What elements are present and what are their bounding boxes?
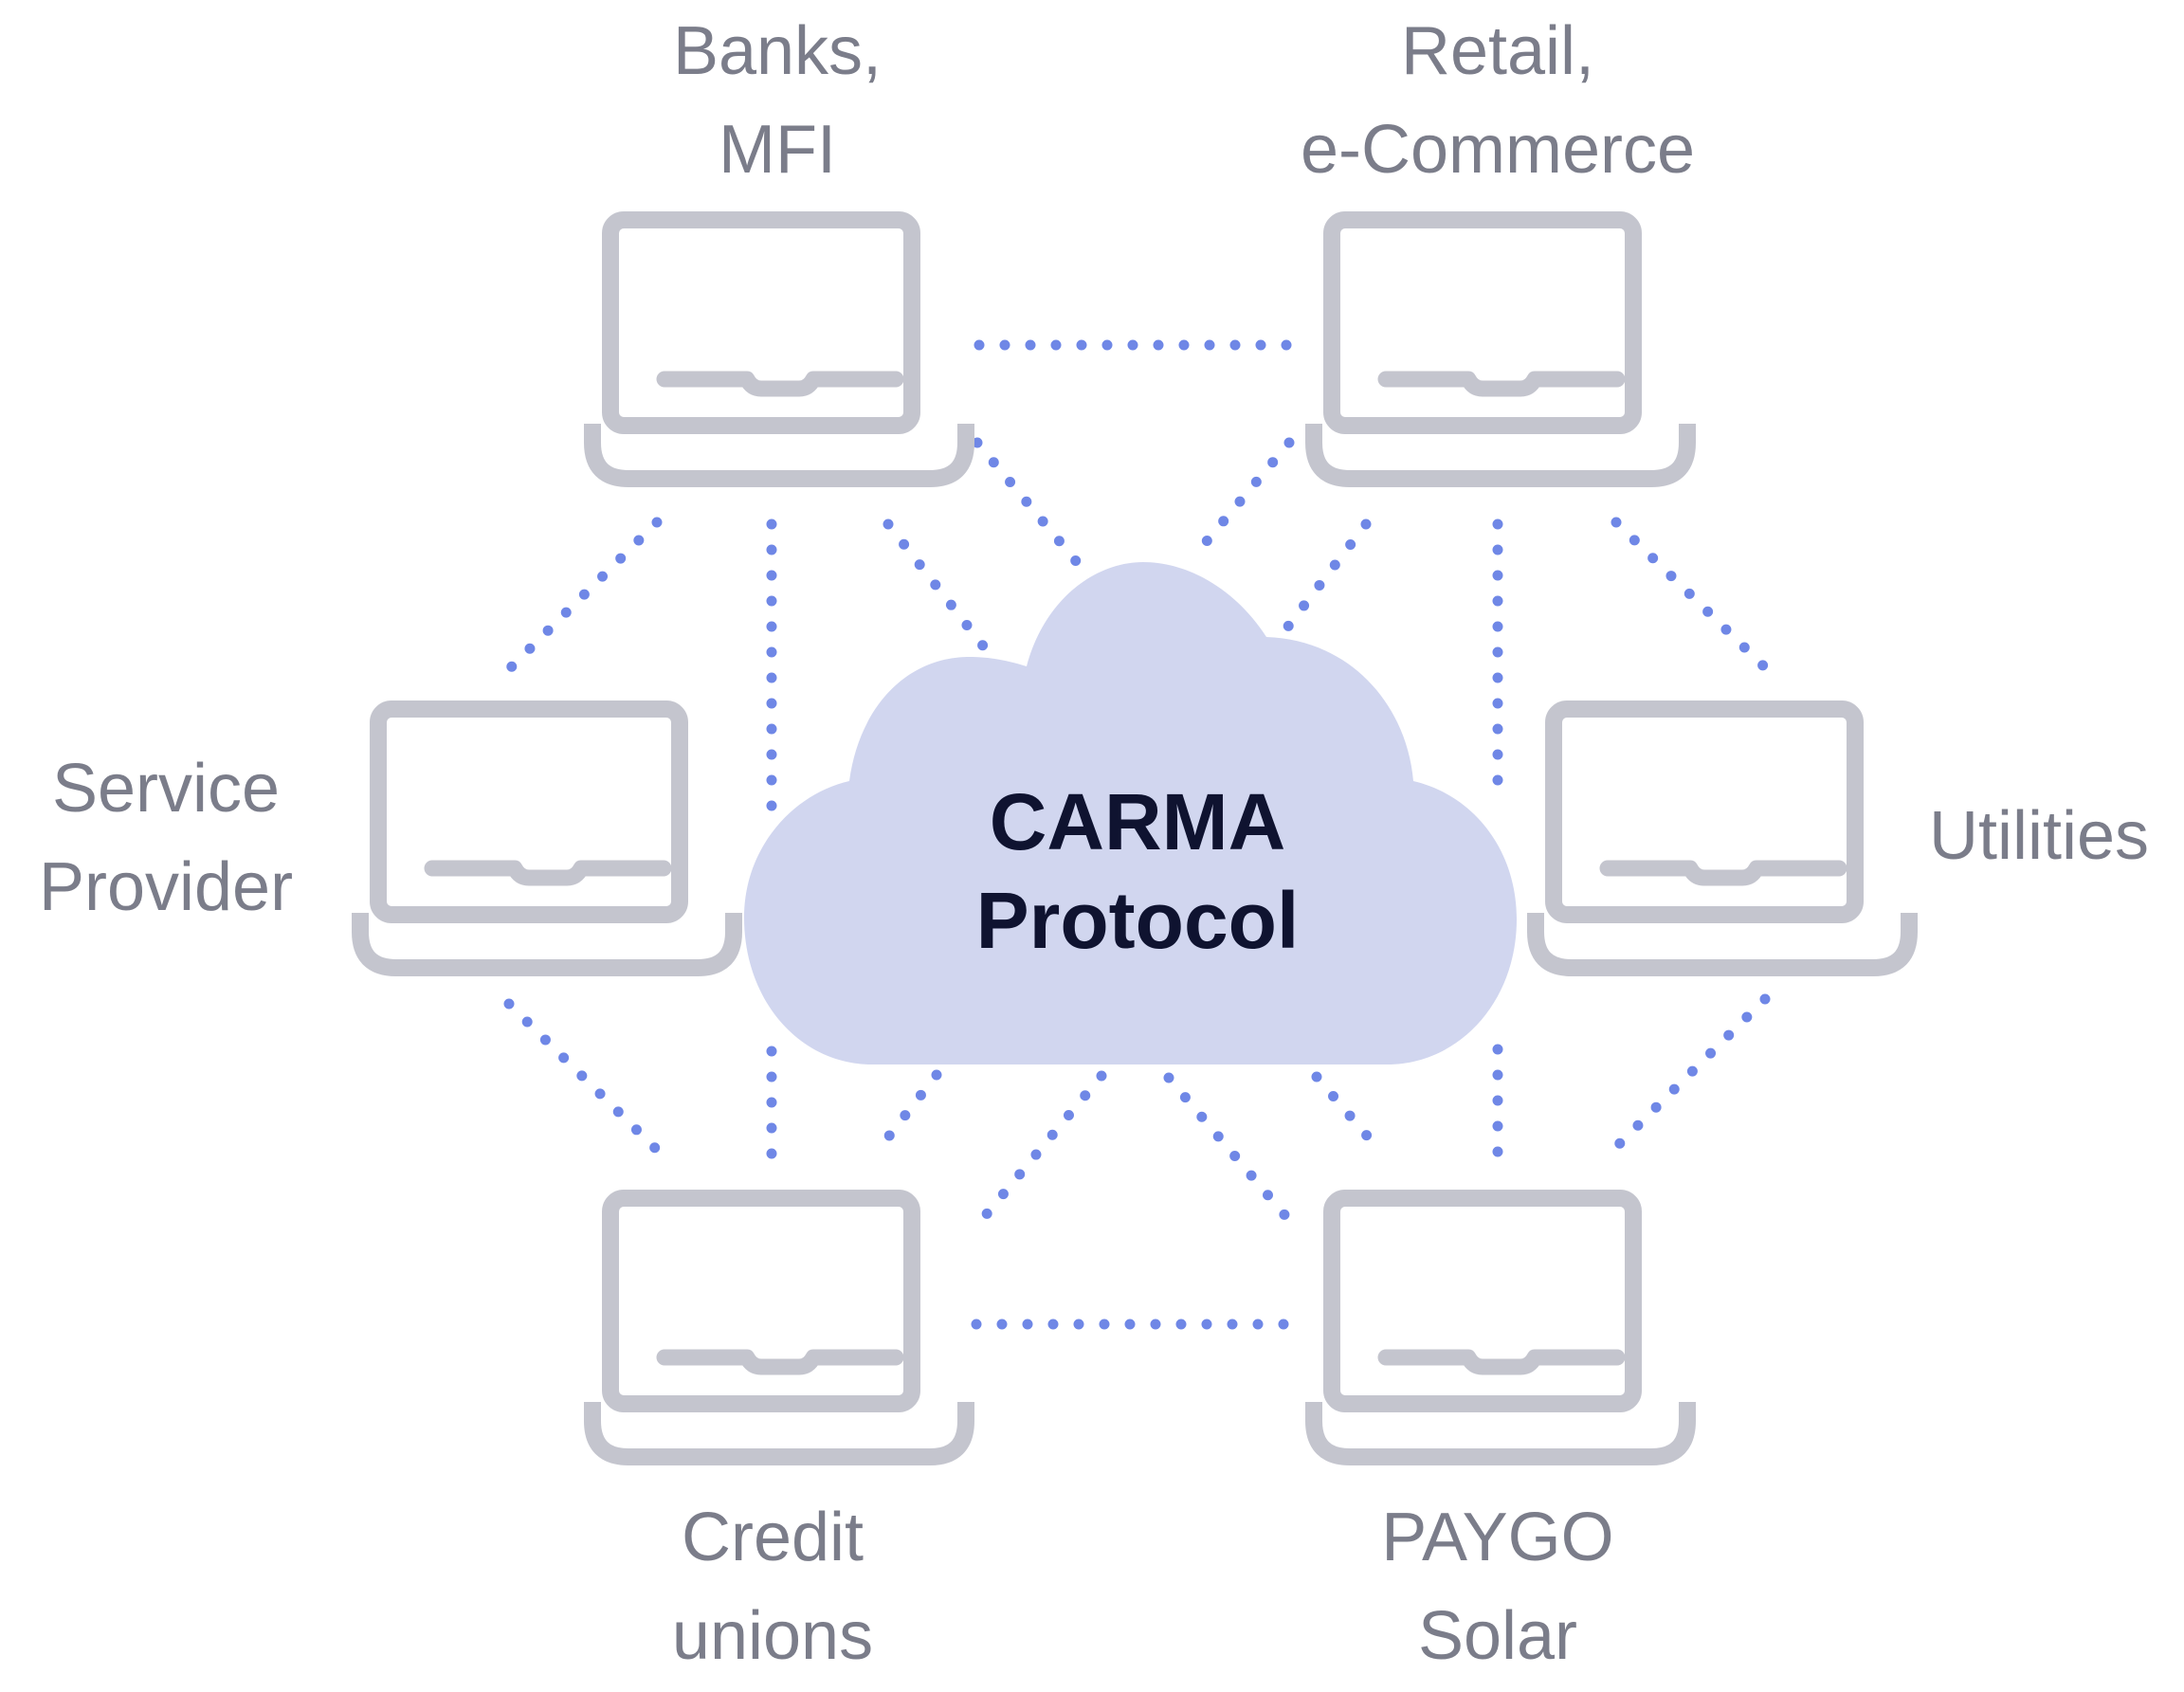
node-label-utilities-line1: Utilities	[1929, 798, 2150, 874]
node-label-credit-line2: unions	[671, 1598, 874, 1674]
connector-cloud-paygo-b	[1311, 1071, 1389, 1160]
connector-cloud-credit-b	[970, 1070, 1107, 1233]
node-label-paygo-line2: Solar	[1417, 1598, 1578, 1674]
node-label-banks-line2: MFI	[719, 112, 836, 188]
laptop-icon	[592, 220, 966, 479]
laptop-icon	[1536, 709, 1909, 968]
node-label-service-line2: Provider	[38, 849, 294, 925]
node-label-paygo-line1: PAYGO	[1381, 1500, 1614, 1575]
connector-service-credit	[503, 998, 668, 1161]
node-label-utilities: Utilities	[1929, 787, 2184, 885]
connector-utilities-paygo	[1606, 993, 1771, 1157]
cloud-label-line2: Protocol	[975, 876, 1300, 965]
node-label-banks: Banks, MFI	[588, 2, 967, 199]
node-label-credit: Credit unions	[583, 1488, 962, 1685]
connector-retail-cloud-a	[1186, 437, 1295, 565]
node-label-paygo: PAYGO Solar	[1308, 1488, 1687, 1685]
node-label-credit-line1: Credit	[681, 1500, 864, 1575]
laptop-icon	[1314, 220, 1687, 479]
node-label-retail: Retail, e-Commerce	[1261, 2, 1735, 199]
cloud-label-line1: CARMA	[989, 777, 1286, 866]
connector-retail-cloud-b	[1282, 519, 1372, 633]
laptop-icon	[1314, 1198, 1687, 1457]
connector-banks-cloud-b	[972, 437, 1092, 579]
connector-banks-cloud-a	[883, 519, 994, 659]
node-label-banks-line1: Banks,	[672, 13, 883, 89]
connector-banks-service	[497, 517, 663, 682]
node-label-service: Service Provider	[9, 739, 322, 937]
laptop-icon	[592, 1198, 966, 1457]
cloud-label: CARMA Protocol	[948, 773, 1327, 970]
node-label-retail-line2: e-Commerce	[1300, 112, 1696, 188]
connector-cloud-credit-a	[871, 1069, 942, 1157]
connector-retail-utilities	[1611, 517, 1777, 680]
laptop-icon	[360, 709, 734, 968]
node-label-service-line1: Service	[51, 751, 281, 827]
connector-cloud-paygo-a	[1163, 1072, 1298, 1229]
node-label-retail-line1: Retail,	[1400, 13, 1595, 89]
cloud-shape	[744, 562, 1517, 1064]
connector-lines	[497, 339, 1777, 1330]
